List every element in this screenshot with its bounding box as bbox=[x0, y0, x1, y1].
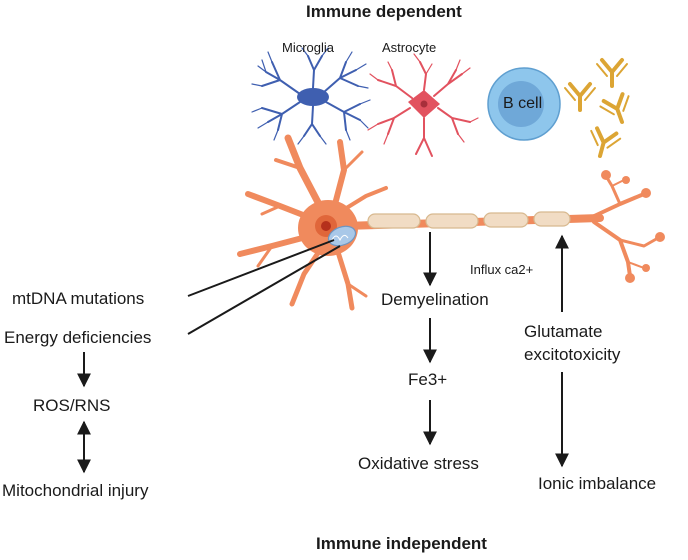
antibody-icon bbox=[564, 82, 596, 112]
label-mitochondrial-injury: Mitochondrial injury bbox=[2, 481, 149, 500]
microglia-icon bbox=[251, 47, 371, 145]
astrocyte-icon bbox=[367, 53, 479, 157]
label-microglia: Microglia bbox=[282, 40, 335, 55]
antibody-icons bbox=[564, 58, 630, 158]
label-mtdna-mutations: mtDNA mutations bbox=[12, 289, 145, 308]
antibody-icon bbox=[590, 126, 622, 158]
b-cell-icon bbox=[487, 67, 561, 141]
antibody-icon bbox=[599, 92, 630, 124]
label-influx-ca: Influx ca2+ bbox=[470, 262, 534, 277]
title-immune-independent: Immune independent bbox=[316, 534, 487, 553]
mitochondrion-icon bbox=[327, 225, 357, 247]
label-glutamate: Glutamate bbox=[524, 322, 603, 341]
connector-lines bbox=[187, 239, 341, 335]
label-ionic-imbalance: Ionic imbalance bbox=[538, 474, 657, 493]
label-demyelination: Demyelination bbox=[381, 290, 489, 309]
antibody-icon bbox=[596, 58, 628, 88]
label-energy-deficiencies: Energy deficiencies bbox=[4, 328, 152, 347]
label-oxidative-stress: Oxidative stress bbox=[358, 454, 479, 473]
title-immune-dependent: Immune dependent bbox=[306, 2, 462, 21]
label-excitotoxicity: excitotoxicity bbox=[524, 345, 621, 364]
label-astrocyte: Astrocyte bbox=[382, 40, 437, 55]
pathway-arrows bbox=[77, 232, 569, 474]
label-fe3: Fe3+ bbox=[408, 370, 448, 389]
label-ros-rns: ROS/RNS bbox=[33, 396, 111, 415]
label-b-cell: B cell bbox=[503, 95, 543, 112]
myelin-sheath bbox=[367, 211, 571, 229]
